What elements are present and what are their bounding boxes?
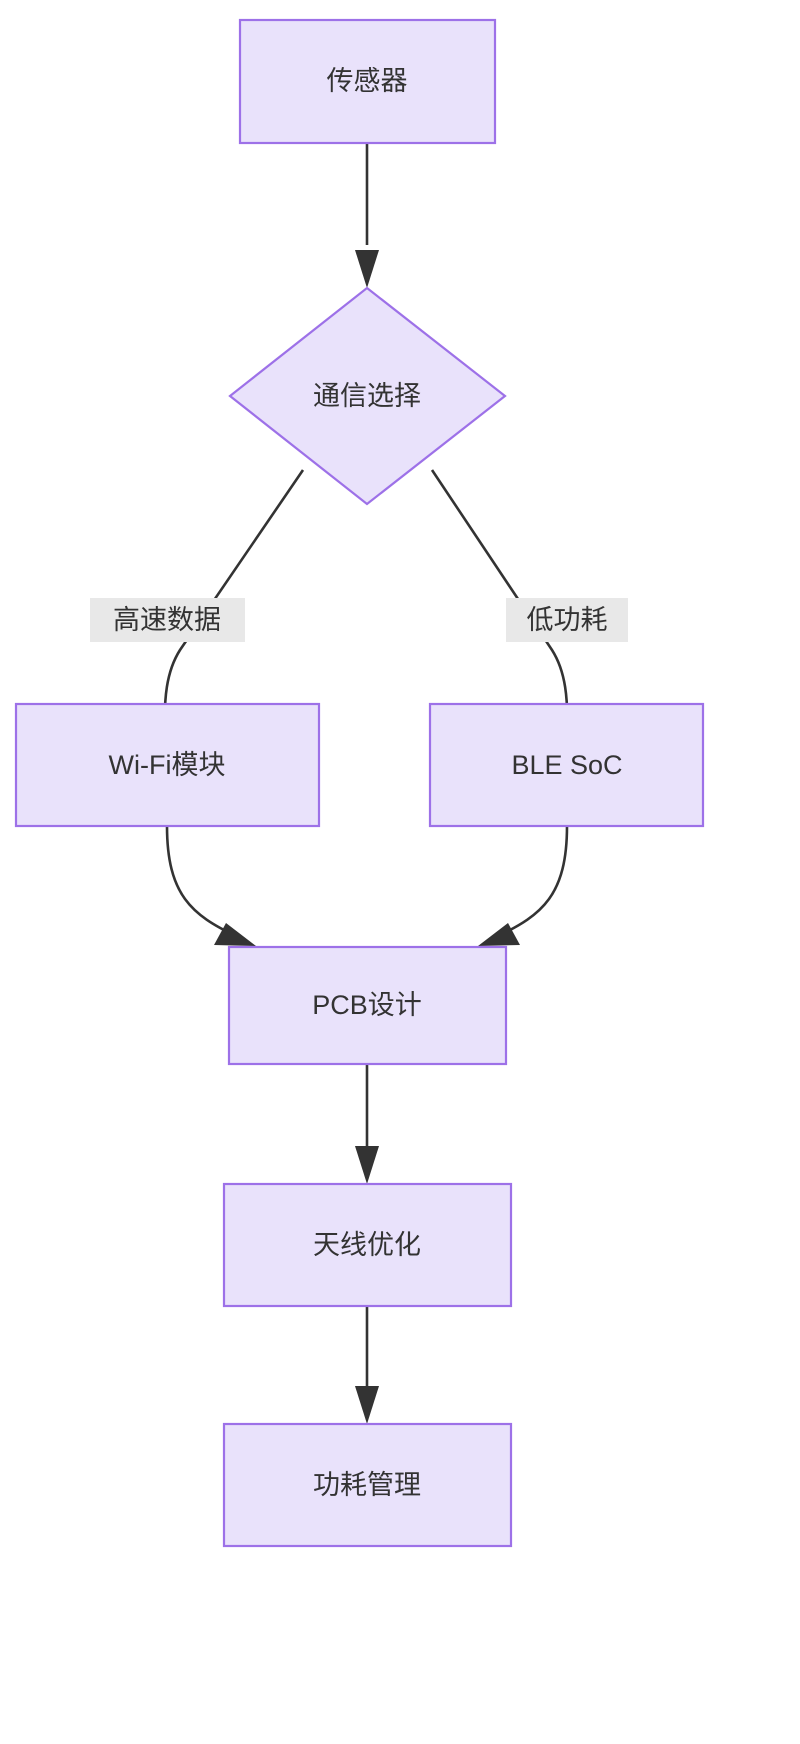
edge-label-background	[90, 598, 245, 642]
arrowhead-icon	[214, 923, 256, 946]
arrowhead-icon	[355, 250, 379, 288]
edge-sensor-to-comm	[355, 143, 379, 288]
node-wifi-module[interactable]: Wi-Fi模块	[14, 702, 321, 828]
node-shape-rect[interactable]	[227, 945, 508, 1066]
node-sensor[interactable]: 传感器	[238, 18, 497, 145]
node-shape-rect[interactable]	[222, 1422, 513, 1548]
edge-pcb-to-antenna	[355, 1064, 379, 1184]
node-shape-diamond[interactable]	[228, 286, 507, 506]
node-label: 通信选择	[313, 381, 421, 411]
arrowhead-icon	[355, 1146, 379, 1184]
node-label: 功耗管理	[313, 1470, 421, 1500]
edge-antenna-to-power	[355, 1306, 379, 1424]
node-shape-rect[interactable]	[14, 702, 321, 828]
node-ble-soc[interactable]: BLE SoC	[428, 702, 705, 828]
arrowhead-icon	[478, 923, 520, 946]
edge-label-layer: 高速数据 低功耗	[90, 598, 628, 642]
node-label: Wi-Fi模块	[109, 750, 226, 780]
node-shape-rect[interactable]	[238, 18, 497, 145]
node-label: 天线优化	[313, 1230, 421, 1260]
edge-ble-to-pcb	[478, 825, 569, 946]
node-label: PCB设计	[312, 990, 422, 1020]
node-label: BLE SoC	[511, 750, 622, 780]
edge-label-low-power: 低功耗	[506, 598, 628, 642]
edge-label-background	[506, 598, 628, 642]
edge-line	[497, 825, 569, 938]
node-shape-rect[interactable]	[222, 1182, 513, 1308]
node-pcb-design[interactable]: PCB设计	[227, 945, 508, 1066]
edge-label-text: 低功耗	[527, 605, 608, 635]
arrowhead-icon	[355, 1386, 379, 1424]
node-shape-rect[interactable]	[428, 702, 705, 828]
node-layer: 传感器 通信选择 Wi-Fi模块 BLE SoC PCB设计	[14, 18, 705, 1548]
edge-label-text: 高速数据	[113, 605, 221, 635]
node-power-management[interactable]: 功耗管理	[222, 1422, 513, 1548]
edge-wifi-to-pcb	[165, 825, 256, 946]
node-label: 传感器	[327, 66, 408, 96]
edge-line	[165, 825, 237, 938]
node-antenna-optimization[interactable]: 天线优化	[222, 1182, 513, 1308]
node-communication-selection[interactable]: 通信选择	[228, 286, 507, 506]
edge-label-high-speed-data: 高速数据	[90, 598, 245, 642]
